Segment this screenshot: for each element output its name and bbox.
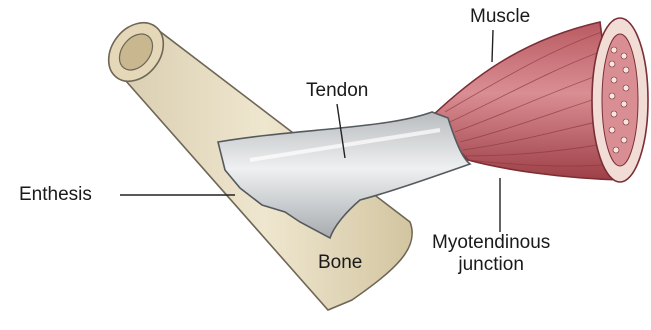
- label-myotendinous-line1: Myotendinous: [432, 232, 550, 254]
- label-myotendinous-line2: junction: [432, 254, 550, 276]
- label-enthesis: Enthesis: [19, 184, 92, 206]
- label-muscle: Muscle: [470, 6, 530, 28]
- leader-muscle: [492, 30, 493, 62]
- label-bone: Bone: [318, 252, 362, 274]
- label-myotendinous-junction: Myotendinous junction: [432, 232, 550, 276]
- label-tendon: Tendon: [306, 80, 368, 102]
